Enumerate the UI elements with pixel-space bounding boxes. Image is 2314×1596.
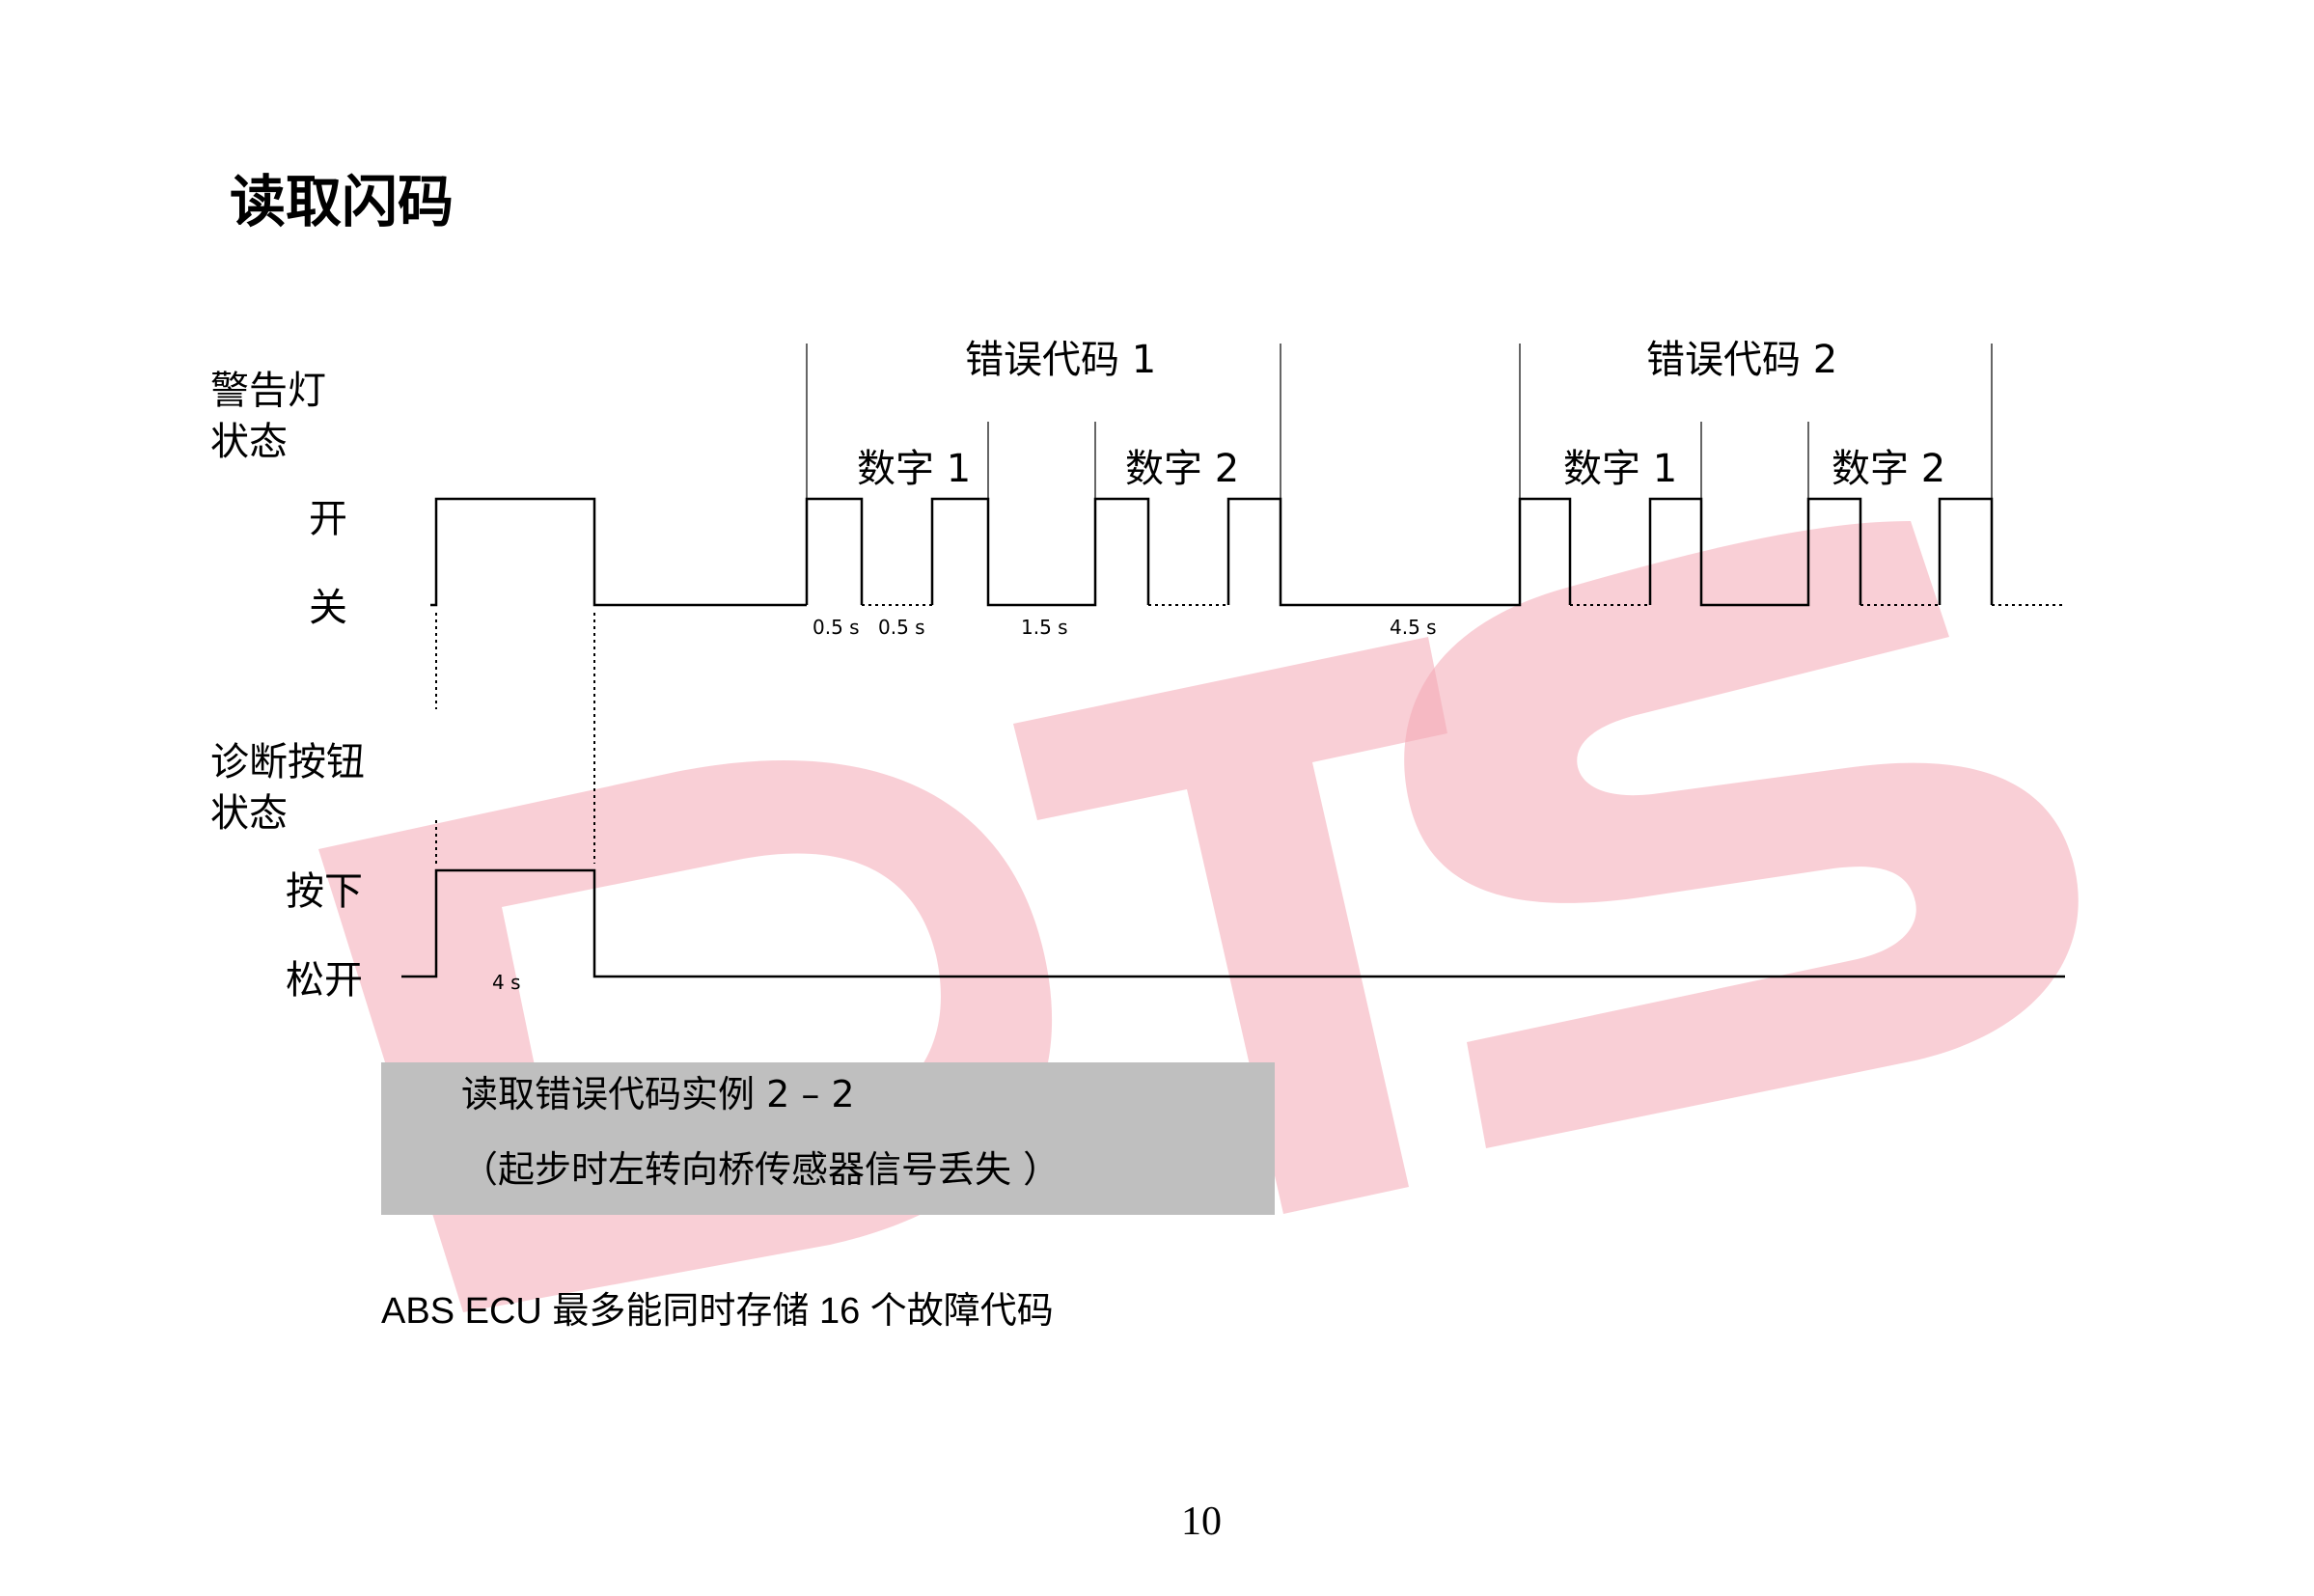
button-waveform [401, 868, 2065, 978]
warning-lamp-label-line1: 警告灯 [210, 369, 326, 413]
released-level-label: 松开 [286, 958, 363, 1003]
caption-line2: （起步时左转向桥传感器信号丢失 ） [461, 1148, 1061, 1191]
timing-code-gap-label: 4.5 s [1390, 616, 1437, 639]
error-code-2-header: 错误代码 2 [1646, 338, 1838, 382]
page-number: 10 [1181, 1500, 1222, 1544]
on-level-label: 开 [309, 497, 347, 541]
warning-lamp-waveform [430, 497, 1994, 607]
code2-digit2-label: 数字 2 [1832, 447, 1946, 491]
error-code-1-header: 错误代码 1 [965, 338, 1157, 382]
code1-digit2-label: 数字 2 [1125, 447, 1240, 491]
timing-on-label: 0.5 s [813, 616, 860, 639]
button-label-line1: 诊断按钮 [210, 740, 365, 784]
dotted-off-segments [435, 604, 2065, 864]
button-label-line2: 状态 [210, 791, 288, 836]
code2-digit1-label: 数字 1 [1563, 447, 1678, 491]
division-lines [806, 344, 1993, 499]
timing-digit-gap-label: 1.5 s [1021, 616, 1068, 639]
page-title: 读取闪码 [230, 169, 455, 234]
storage-note: ABS ECU 最多能同时存储 16 个故障代码 [381, 1291, 1054, 1332]
timing-off-label: 0.5 s [878, 616, 925, 639]
timing-press-label: 4 s [492, 971, 521, 994]
pressed-level-label: 按下 [286, 869, 363, 914]
caption-box [381, 1062, 1275, 1215]
warning-lamp-label-line2: 状态 [210, 420, 288, 464]
caption-line1: 读取错误代码实例 2 – 2 [461, 1073, 855, 1115]
off-level-label: 关 [309, 586, 347, 630]
code1-digit1-label: 数字 1 [857, 447, 972, 491]
